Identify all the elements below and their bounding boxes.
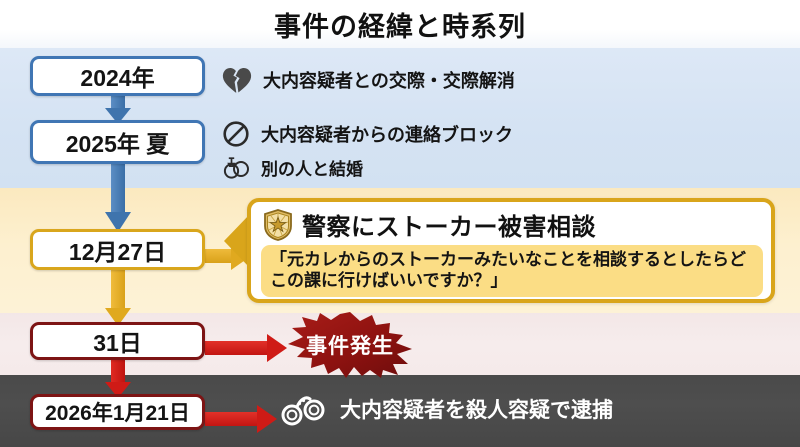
police-badge-icon <box>263 208 293 241</box>
arrow-right-to-burst <box>205 334 287 362</box>
date-box-2024[interactable]: 2024年 <box>30 56 205 96</box>
arrow-head <box>267 334 287 362</box>
arrow-right-to-arrest <box>205 405 277 433</box>
arrow-down-2025-to-1227 <box>104 162 132 232</box>
callout-quote: 「元カレからのストーカーみたいなことを相談するとしたらどこの課に行けばいいですか… <box>261 245 763 297</box>
arrow-head <box>257 405 277 433</box>
broken-heart-icon <box>222 66 252 94</box>
event-row-breakup: 大内容疑者との交際・交際解消 <box>222 66 515 94</box>
incident-burst-badge: 事件発生 <box>284 312 416 378</box>
callout-title: 警察にストーカー被害相談 <box>302 214 596 241</box>
date-box-dec-27[interactable]: 12月27日 <box>30 229 205 270</box>
date-label: 12月27日 <box>68 238 167 265</box>
date-label: 2026年1月21日 <box>45 402 190 425</box>
date-label: 31日 <box>93 330 142 356</box>
handcuffs-icon <box>278 392 328 426</box>
header-bar: 事件の経緯と時系列 <box>0 0 800 48</box>
date-box-dec-31[interactable]: 31日 <box>30 322 205 360</box>
wedding-rings-icon <box>222 154 250 180</box>
arrow-down-1227-to-31 <box>104 268 132 326</box>
event-row-block: 大内容疑者からの連絡ブロック <box>222 120 513 148</box>
arrow-head <box>105 212 131 232</box>
police-consultation-callout: 警察にストーカー被害相談 「元カレからのストーカーみたいなことを相談するとしたら… <box>247 198 775 303</box>
starburst-shape <box>288 312 412 378</box>
no-entry-icon <box>222 120 250 148</box>
callout-header: 警察にストーカー被害相談 <box>251 202 771 242</box>
date-box-2026-jan-21[interactable]: 2026年1月21日 <box>30 394 205 430</box>
callout-pointer <box>224 214 250 268</box>
event-label: 大内容疑者との交際・交際解消 <box>263 71 515 91</box>
arrow-shaft <box>111 358 125 382</box>
date-box-2025-summer[interactable]: 2025年 夏 <box>30 120 205 164</box>
arrow-shaft <box>205 341 267 355</box>
event-row-arrest: 大内容疑者を殺人容疑で逮捕 <box>278 392 613 426</box>
page-title: 事件の経緯と時系列 <box>274 12 526 42</box>
date-label: 2025年 夏 <box>65 131 170 157</box>
event-label: 大内容疑者からの連絡ブロック <box>261 125 513 145</box>
burst-label: 事件発生 <box>306 335 394 358</box>
arrow-shaft <box>205 412 257 426</box>
arrow-shaft <box>111 268 125 308</box>
event-row-married: 別の人と結婚 <box>222 154 363 180</box>
arrow-shaft <box>111 94 125 110</box>
arrow-head <box>105 308 131 326</box>
arrow-down-31-to-arrest <box>104 358 132 398</box>
event-label: 別の人と結婚 <box>261 159 363 179</box>
arrow-shaft <box>111 162 125 212</box>
date-label: 2024年 <box>80 65 155 91</box>
event-label: 大内容疑者を殺人容疑で逮捕 <box>340 399 613 422</box>
